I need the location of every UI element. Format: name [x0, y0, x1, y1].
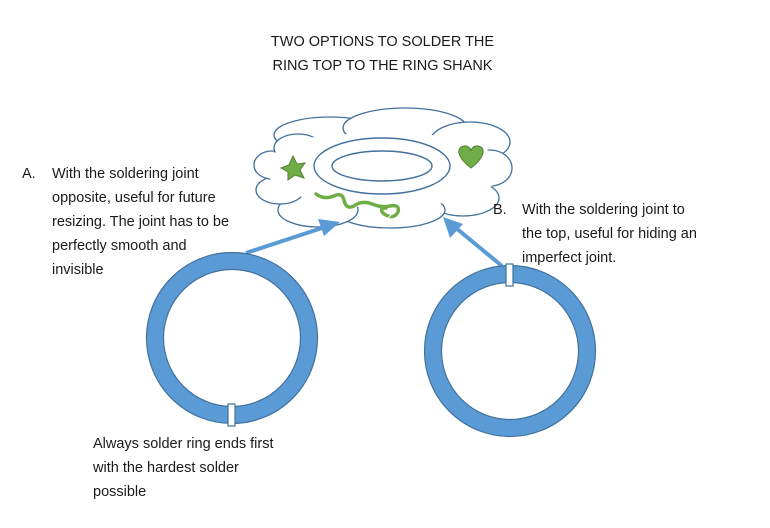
option-b-line: With the soldering joint to [522, 202, 685, 218]
option-a-line: invisible [52, 262, 104, 278]
heart-icon [458, 145, 484, 169]
option-a-line: With the soldering joint [52, 166, 199, 182]
note-line: with the hardest solder [93, 460, 239, 476]
star-icon [279, 154, 307, 181]
ring-shank-b [423, 263, 597, 438]
ring-shank-a [145, 251, 319, 427]
option-a-line: perfectly smooth and [52, 238, 187, 254]
option-a-letter: A. [22, 166, 36, 182]
title-line: RING TOP TO THE RING SHANK [272, 58, 493, 74]
option-b-line: imperfect joint. [522, 250, 617, 266]
option-a-description: With the soldering joint opposite, usefu… [52, 162, 229, 282]
diagram-title: TWO OPTIONS TO SOLDER THE RING TOP TO TH… [200, 30, 565, 78]
solder-joint-a [227, 403, 236, 427]
title-line: TWO OPTIONS TO SOLDER THE [270, 34, 495, 50]
solder-joint-b [505, 263, 514, 287]
solder-note: Always solder ring ends first with the h… [93, 432, 274, 504]
option-b-description: With the soldering joint to the top, use… [522, 198, 697, 270]
oval-bezel-inner [331, 150, 433, 182]
option-a-line: resizing. The joint has to be [52, 214, 230, 230]
arrow-a [245, 219, 340, 255]
arrow-b [443, 217, 504, 268]
note-line: Always solder ring ends first [93, 436, 274, 452]
option-b-line: the top, useful for hiding an [522, 226, 697, 242]
note-line: possible [93, 484, 147, 500]
wire-eye-icon [387, 207, 394, 219]
option-a-line: opposite, useful for future [52, 190, 216, 206]
option-b-letter: B. [493, 202, 507, 218]
